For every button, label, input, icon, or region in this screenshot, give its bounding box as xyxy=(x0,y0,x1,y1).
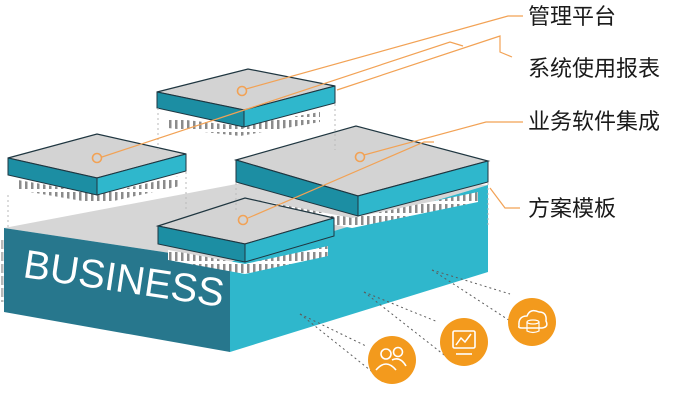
chip-left xyxy=(7,133,187,204)
chip-management-platform xyxy=(156,68,336,136)
people-icon xyxy=(368,336,416,384)
label-system-usage-report: 系统使用报表 xyxy=(528,57,661,82)
chip-anchor-dot xyxy=(91,152,103,164)
label-management-platform: 管理平台 xyxy=(528,5,617,30)
label-solution-template: 方案模板 xyxy=(528,197,617,222)
chip-anchor-dot xyxy=(237,214,249,226)
dotted-guides xyxy=(7,104,489,228)
leader-lines xyxy=(101,15,523,219)
chart-monitor-icon xyxy=(440,318,488,366)
chip-anchor-dot xyxy=(354,151,366,163)
cloud-database-icon xyxy=(508,298,556,346)
base-right-face xyxy=(230,185,488,352)
label-business-software-integration: 业务软件集成 xyxy=(528,110,661,135)
chip-anchor-dot xyxy=(236,85,248,97)
chip-bottom-center xyxy=(155,197,335,274)
